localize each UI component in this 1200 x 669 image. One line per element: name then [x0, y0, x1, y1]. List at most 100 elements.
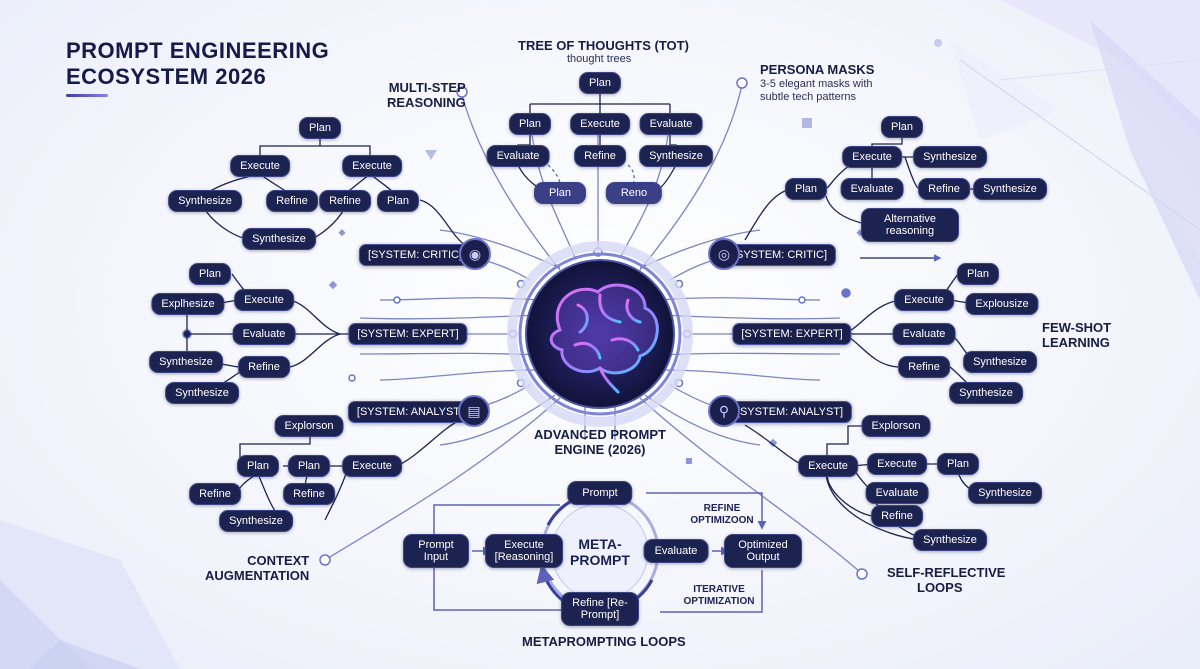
persona-subtitle: 3-5 elegant masks with subtle tech patte… — [760, 78, 873, 104]
selfref-line-1: SELF-REFLECTIVE — [887, 565, 1006, 580]
system-expert-right[interactable]: [SYSTEM: EXPERT] — [732, 323, 852, 345]
meta-execute-reasoning[interactable]: Execute [Reasoning] — [485, 534, 563, 568]
system-critic-right[interactable]: [SYSTEM: CRITIC] — [723, 244, 837, 266]
fewshot-label: FEW-SHOT LEARNING — [1042, 320, 1111, 350]
botright-plan[interactable]: Plan — [936, 453, 980, 475]
topleft-root-plan[interactable]: Plan — [298, 117, 342, 139]
fewshot-line-2: LEARNING — [1042, 335, 1110, 350]
topleft-plan[interactable]: Plan — [376, 190, 420, 212]
midleft-execute[interactable]: Execute — [234, 289, 294, 311]
botright-evaluate[interactable]: Evaluate — [865, 482, 929, 504]
midright-explousize[interactable]: Explousize — [965, 293, 1039, 315]
topright-synthesize-2[interactable]: Synthesize — [973, 178, 1047, 200]
system-critic-left[interactable]: [SYSTEM: CRITIC] — [358, 244, 472, 266]
topright-plan-root[interactable]: Plan — [784, 178, 828, 200]
title-underline — [66, 94, 108, 97]
meta-optimized-output[interactable]: Optimized Output — [724, 534, 802, 568]
brain-icon — [549, 283, 659, 394]
meta-prompt-input[interactable]: Prompt Input — [403, 534, 469, 568]
midright-evaluate[interactable]: Evaluate — [892, 323, 956, 345]
multistep-line-2: REASONING — [387, 95, 466, 110]
title-line-1: PROMPT ENGINEERING — [66, 38, 330, 63]
botleft-plan-1[interactable]: Plan — [236, 455, 280, 477]
meta-line-2: PROMPT — [570, 552, 630, 568]
midright-synthesize-1[interactable]: Synthesize — [963, 351, 1037, 373]
topright-execute[interactable]: Execute — [842, 146, 902, 168]
persona-title: PERSONA MASKS — [760, 62, 875, 77]
context-line-2: AUGMENTATION — [205, 568, 310, 583]
botright-synthesize-2[interactable]: Synthesize — [913, 529, 987, 551]
botleft-synthesize[interactable]: Synthesize — [219, 510, 293, 532]
topleft-refine-1[interactable]: Refine — [266, 190, 318, 212]
topleft-execute-2[interactable]: Execute — [342, 155, 402, 177]
iter-opt-line-1: ITERATIVE — [693, 584, 745, 595]
brain-core — [507, 241, 693, 427]
persona-sub-line-2: subtle tech patterns — [760, 91, 857, 103]
topleft-execute-1[interactable]: Execute — [230, 155, 290, 177]
target-icon: ◎ — [708, 238, 740, 270]
tot-l3-plan[interactable]: Plan — [533, 182, 587, 204]
midright-refine[interactable]: Refine — [898, 356, 950, 378]
botright-execute-root[interactable]: Execute — [798, 455, 858, 477]
botright-explorson[interactable]: Explorson — [861, 415, 931, 437]
iterative-optimization-note: ITERATIVE OPTIMIZATION — [676, 584, 762, 608]
botright-refine[interactable]: Refine — [871, 505, 923, 527]
fewshot-line-1: FEW-SHOT — [1042, 320, 1112, 335]
meta-prompt[interactable]: Prompt — [567, 481, 633, 505]
midright-synthesize-2[interactable]: Synthesize — [949, 382, 1023, 404]
meta-refine-reprompt[interactable]: Refine [Re-Prompt] — [561, 592, 639, 626]
botright-synthesize-1[interactable]: Synthesize — [968, 482, 1042, 504]
midright-execute[interactable]: Execute — [894, 289, 954, 311]
topleft-refine-2[interactable]: Refine — [319, 190, 371, 212]
page-title: PROMPT ENGINEERING ECOSYSTEM 2026 — [66, 38, 329, 90]
refine-opt-line-2: OPTIMIZOON — [690, 515, 754, 526]
selfref-label: SELF-REFLECTIVE LOOPS — [887, 565, 1005, 595]
meta-evaluate[interactable]: Evaluate — [643, 539, 709, 563]
midleft-plan[interactable]: Plan — [188, 263, 232, 285]
topright-synthesize-1[interactable]: Synthesize — [913, 146, 987, 168]
midleft-refine[interactable]: Refine — [238, 356, 290, 378]
engine-line-2: ENGINE (2026) — [554, 442, 646, 457]
botleft-plan-2[interactable]: Plan — [287, 455, 331, 477]
iter-opt-line-2: OPTIMIZATION — [683, 596, 755, 607]
midright-plan[interactable]: Plan — [956, 263, 1000, 285]
topright-alternative-reasoning[interactable]: Alternative reasoning — [861, 208, 959, 242]
tot-l2-synthesize[interactable]: Synthesize — [639, 145, 713, 167]
tot-l1-execute[interactable]: Execute — [570, 113, 630, 135]
magnifier-icon: ⚲ — [708, 395, 740, 427]
title-line-2: ECOSYSTEM 2026 — [66, 64, 267, 89]
topleft-synthesize-bottom[interactable]: Synthesize — [242, 228, 316, 250]
midleft-synthesize-1[interactable]: Synthesize — [149, 351, 223, 373]
midleft-synthesize-2[interactable]: Synthesize — [165, 382, 239, 404]
topright-plan-top[interactable]: Plan — [880, 116, 924, 138]
tot-l1-evaluate[interactable]: Evaluate — [639, 113, 703, 135]
engine-line-1: ADVANCED PROMPT — [534, 427, 666, 442]
midleft-explhesize[interactable]: Explhesize — [151, 293, 225, 315]
system-expert-left[interactable]: [SYSTEM: EXPERT] — [348, 323, 468, 345]
midleft-evaluate[interactable]: Evaluate — [232, 323, 296, 345]
tot-subtitle: thought trees — [567, 53, 632, 65]
system-analyst-right[interactable]: [SYSTEM: ANALYST] — [727, 401, 853, 423]
botright-execute[interactable]: Execute — [867, 453, 927, 475]
topright-refine[interactable]: Refine — [918, 178, 970, 200]
multistep-line-1: MULTI-STEP — [388, 80, 466, 95]
persona-sub-line-1: 3-5 elegant masks with — [760, 78, 873, 90]
botleft-refine-1[interactable]: Refine — [189, 483, 241, 505]
tot-root-plan[interactable]: Plan — [578, 72, 622, 94]
tot-l2-refine[interactable]: Refine — [574, 145, 626, 167]
document-icon: ▤ — [458, 395, 490, 427]
tot-l1-plan[interactable]: Plan — [508, 113, 552, 135]
person-pin-icon: ◉ — [459, 238, 491, 270]
multistep-label: MULTI-STEP REASONING — [372, 80, 466, 110]
botleft-refine-2[interactable]: Refine — [283, 483, 335, 505]
botleft-explorson[interactable]: Explorson — [274, 415, 344, 437]
topright-evaluate[interactable]: Evaluate — [840, 178, 904, 200]
tot-l3-reno[interactable]: Reno — [605, 182, 663, 204]
context-line-1: CONTEXT — [247, 553, 310, 568]
wire-diamonds — [328, 229, 864, 464]
topleft-synthesize[interactable]: Synthesize — [168, 190, 242, 212]
tot-l2-evaluate[interactable]: Evaluate — [486, 145, 550, 167]
botleft-execute[interactable]: Execute — [342, 455, 402, 477]
system-analyst-left[interactable]: [SYSTEM: ANALYST] — [347, 401, 473, 423]
